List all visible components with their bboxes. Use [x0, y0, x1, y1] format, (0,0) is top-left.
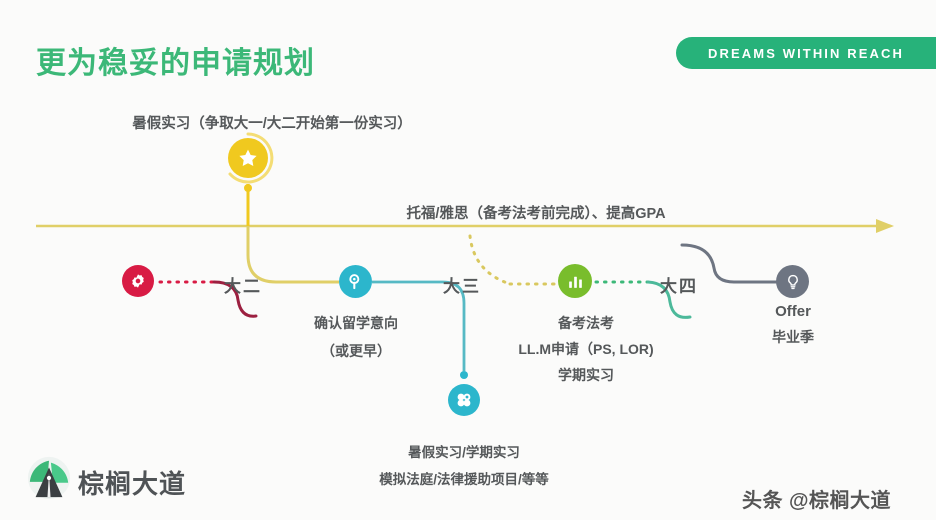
year-label-4: 大四	[660, 277, 698, 296]
internship-moot-line-2: 模拟法庭/法律援助项目/等等	[379, 472, 549, 487]
study-abroad-intent-line-2: （或更早）	[321, 343, 391, 359]
clover-icon[interactable]	[448, 384, 480, 416]
clover-stem-dot	[460, 371, 468, 379]
magnifier-icon[interactable]	[339, 265, 372, 298]
axis-label: 托福/雅思（备考法考前完成）、提高GPA	[406, 206, 666, 222]
summer-internship-caption: 暑假实习（争取大一/大二开始第一份实习）	[132, 116, 412, 132]
page-title: 更为稳妥的申请规划	[36, 47, 315, 80]
yellow-dotted-branch	[468, 234, 558, 286]
palm-road-logo-icon	[27, 456, 71, 500]
study-abroad-intent-line-1: 确认留学意向	[314, 315, 398, 331]
lightbulb-icon[interactable]	[776, 265, 809, 298]
llm-application-line-3: 学期实习	[558, 367, 614, 383]
star-stem-dot	[244, 184, 252, 192]
llm-application-line-2: LL.M申请（PS, LOR)	[518, 341, 654, 357]
watermark: 头条 @棕榈大道	[742, 490, 892, 512]
gear-icon[interactable]	[122, 265, 154, 297]
llm-application-line-1: 备考法考	[558, 315, 614, 331]
offer-line-1: Offer	[775, 303, 811, 320]
year-label-3: 大三	[443, 277, 481, 296]
brand-badge: DREAMS WITHIN REACH	[676, 37, 936, 69]
brand-badge-label: DREAMS WITHIN REACH	[708, 45, 904, 61]
star-icon[interactable]	[228, 138, 268, 178]
offer-line-2: 毕业季	[772, 329, 814, 345]
bar-chart-icon[interactable]	[558, 264, 592, 298]
year-label-2: 大二	[224, 277, 262, 296]
logo-text: 棕榈大道	[78, 469, 187, 499]
star-halo-icon	[228, 132, 274, 184]
internship-moot-line-1: 暑假实习/学期实习	[408, 445, 520, 460]
